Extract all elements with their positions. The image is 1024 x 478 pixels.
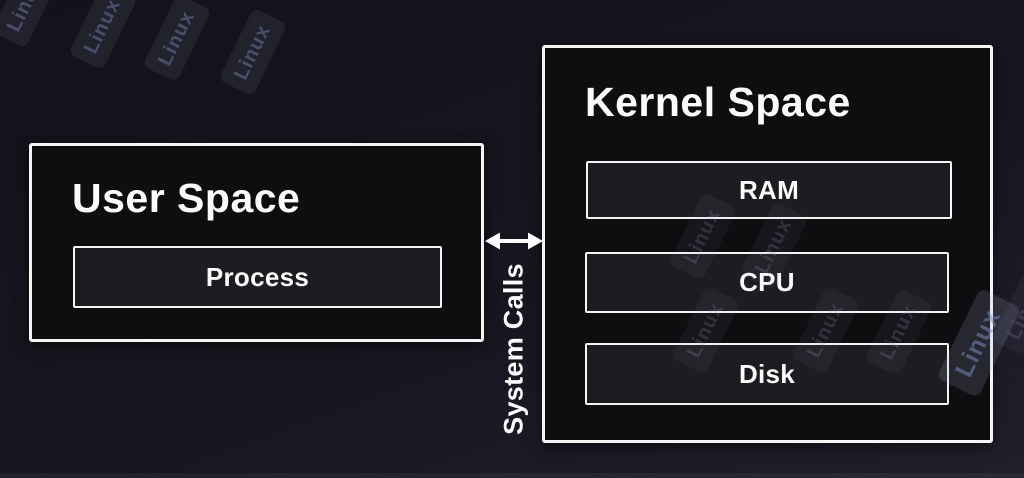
linux-watermark-badge: Linux [142,0,212,83]
ram-label: RAM [738,174,800,205]
cpu-label: CPU [739,267,795,297]
linux-watermark-text: Linux [229,20,276,83]
system-calls-label: System Calls [498,263,529,435]
user-space-title: User Space [72,175,301,221]
linux-watermark-badge: Linux [218,7,288,97]
linux-watermark-text: Linux [153,6,200,69]
ram-box: RAM [586,161,952,219]
bottom-edge-highlight [0,473,1024,478]
linux-watermark-text: Linux [79,0,126,57]
linux-watermark-badge: Linux [68,0,138,71]
process-box: Process [73,246,442,308]
linux-watermark-badge: Linux [991,267,1024,357]
disk-box: Disk [585,343,949,405]
linux-watermark-text: Linux [1002,280,1024,343]
disk-label: Disk [738,358,796,389]
kernel-space-panel: Kernel Space RAM CPU Disk [542,45,993,443]
double-arrow-icon [485,232,543,250]
cpu-box: CPU [585,252,949,313]
kernel-space-title: Kernel Space [585,79,851,125]
linux-watermark-text: Linux [2,0,49,35]
user-space-panel: User Space Process [29,143,484,342]
linux-watermark-badge: Linux [0,0,61,49]
process-label: Process [205,261,310,292]
